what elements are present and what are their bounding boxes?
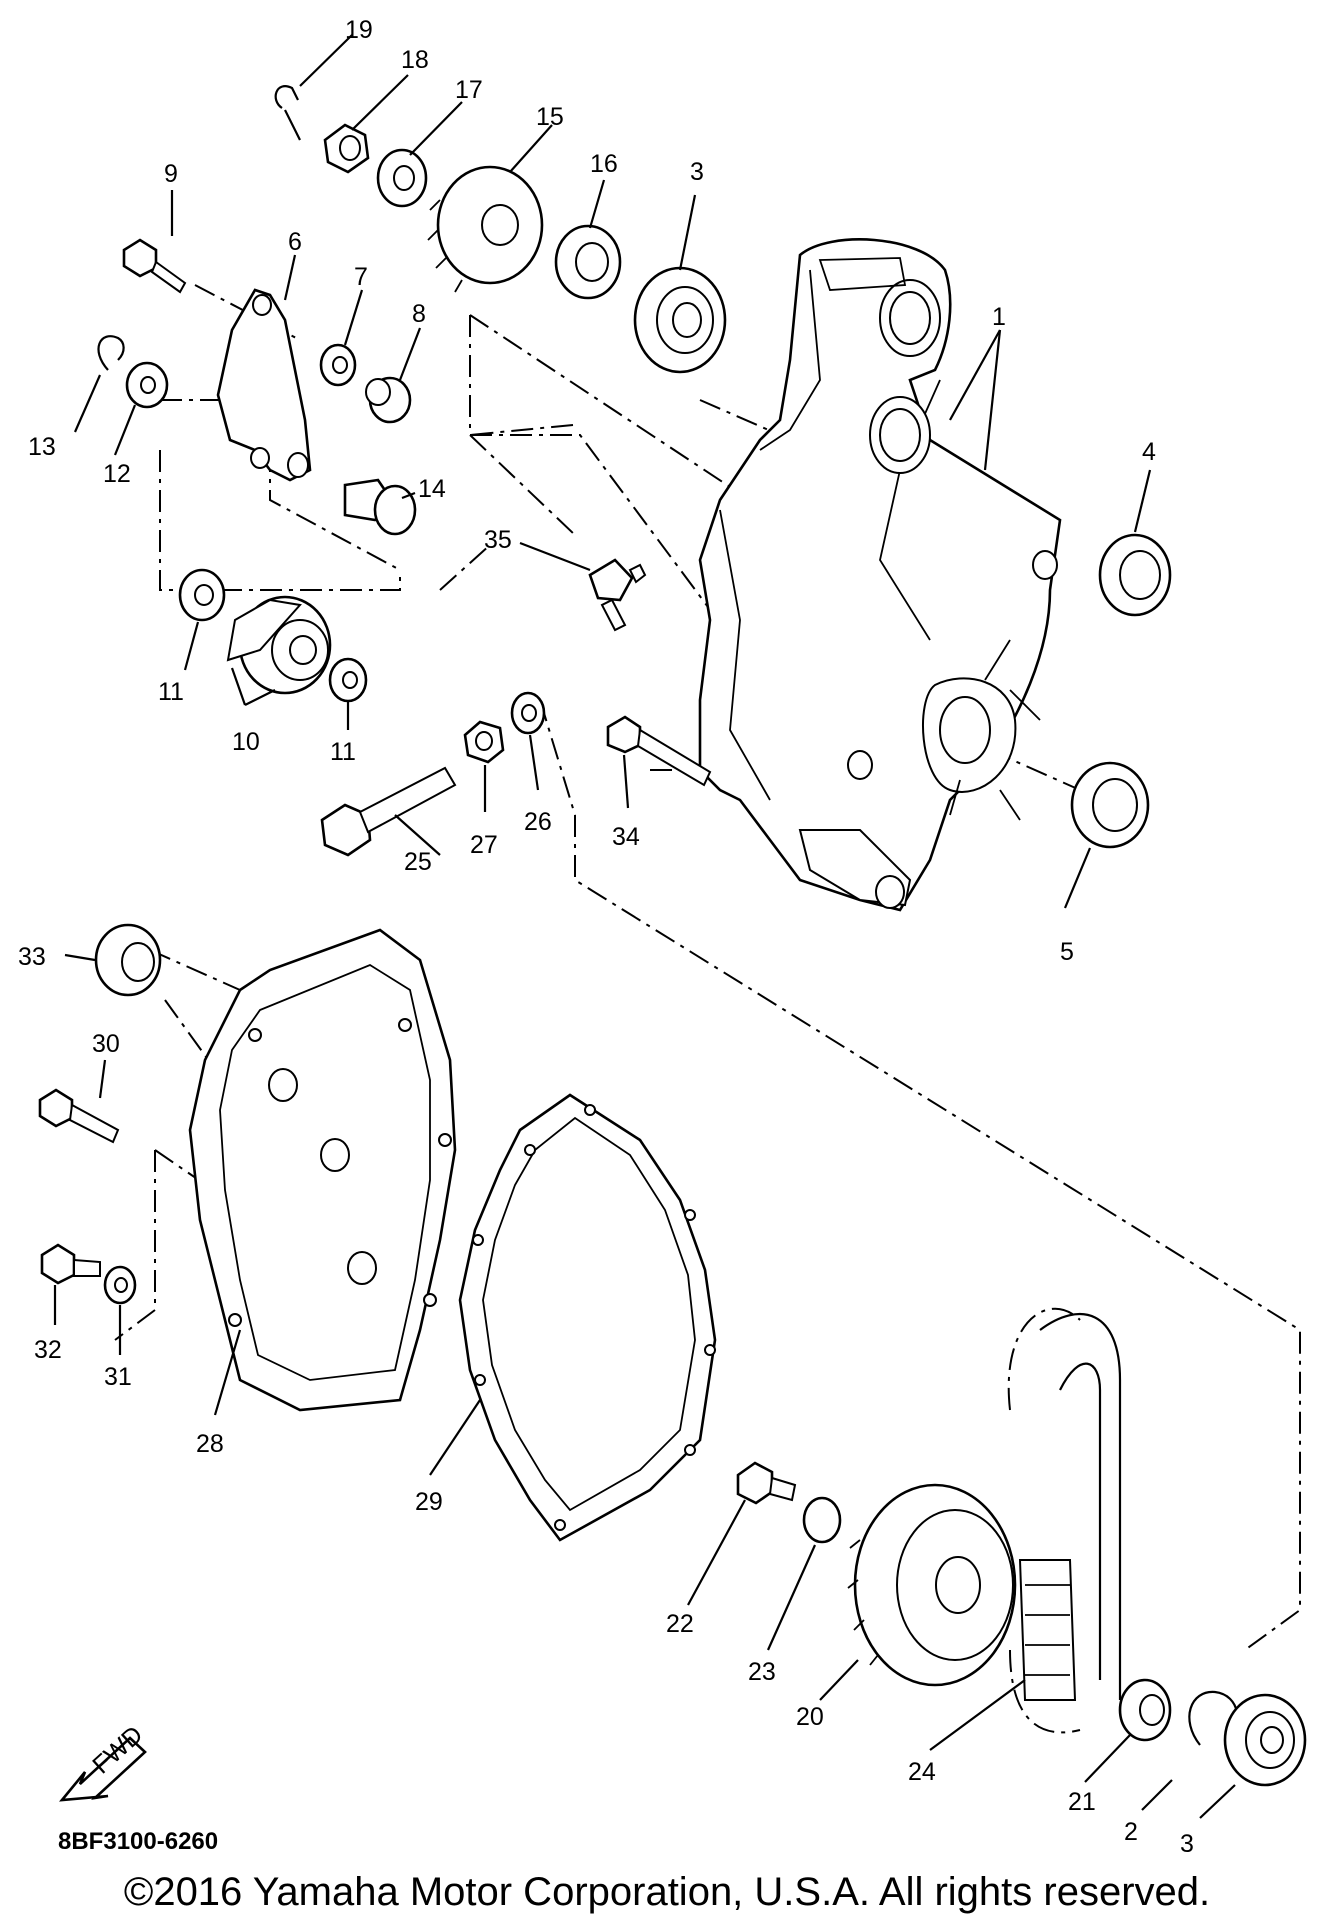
bearing-3-top xyxy=(633,266,727,374)
callout-2: 2 xyxy=(1124,1818,1138,1846)
callout-4: 4 xyxy=(1142,438,1156,466)
sprocket-15 xyxy=(427,165,544,293)
nut-27 xyxy=(463,720,505,764)
callout-16: 16 xyxy=(590,150,618,178)
tensioner-roller-10 xyxy=(226,595,332,695)
collar-21 xyxy=(1118,1678,1172,1742)
callout-33: 33 xyxy=(18,943,46,971)
callout-10: 10 xyxy=(232,728,260,756)
callout-12: 12 xyxy=(103,460,131,488)
callout-20: 20 xyxy=(796,1703,824,1731)
gasket-29 xyxy=(458,1093,717,1542)
bolt-32 xyxy=(40,1243,101,1285)
callout-5: 5 xyxy=(1060,938,1074,966)
callout-23: 23 xyxy=(748,1658,776,1686)
case-part-1 xyxy=(698,238,1062,912)
nut-18 xyxy=(323,123,370,174)
callout-34: 34 xyxy=(612,823,640,851)
callout-29: 29 xyxy=(415,1488,443,1516)
callout-9: 9 xyxy=(164,160,178,188)
nipple-35 xyxy=(588,558,647,632)
copyright-notice: ©2016 Yamaha Motor Corporation, U.S.A. A… xyxy=(123,1870,1211,1914)
callout-3-top: 3 xyxy=(690,158,704,186)
bolt-22 xyxy=(736,1461,797,1505)
pin-14 xyxy=(343,478,417,536)
callout-1: 1 xyxy=(992,303,1006,331)
washer-31 xyxy=(103,1265,137,1305)
collar-16 xyxy=(554,224,622,300)
callout-15: 15 xyxy=(536,103,564,131)
callout-13: 13 xyxy=(28,433,56,461)
callout-27: 27 xyxy=(470,831,498,859)
washer-7 xyxy=(319,343,357,387)
leader-lines xyxy=(53,34,1236,1819)
callout-6: 6 xyxy=(288,228,302,256)
callout-17: 17 xyxy=(455,76,483,104)
callout-3-bottom: 3 xyxy=(1180,1830,1194,1858)
washer-17 xyxy=(376,148,428,208)
callout-21: 21 xyxy=(1068,1788,1096,1816)
bolt-30 xyxy=(38,1088,120,1144)
callout-31: 31 xyxy=(104,1363,132,1391)
sprocket-20 xyxy=(847,1483,1017,1687)
tensioner-arm-6 xyxy=(216,288,312,482)
diagram-code: 8BF3100-6260 xyxy=(58,1828,219,1855)
callout-7: 7 xyxy=(354,263,368,291)
bearing-3-bottom xyxy=(1223,1693,1307,1787)
callout-28: 28 xyxy=(196,1430,224,1458)
callout-22: 22 xyxy=(666,1610,694,1638)
callout-32: 32 xyxy=(34,1336,62,1364)
callout-26: 26 xyxy=(524,808,552,836)
callout-11-left: 11 xyxy=(158,678,184,706)
washer-12 xyxy=(125,361,169,409)
callout-14: 14 xyxy=(418,475,446,503)
callout-24: 24 xyxy=(908,1758,936,1786)
oil-seal-4 xyxy=(1098,533,1172,617)
washer-26 xyxy=(510,691,546,735)
callout-8: 8 xyxy=(412,300,426,328)
cover-28 xyxy=(188,928,457,1412)
washer-11-left xyxy=(178,568,226,622)
washer-23 xyxy=(802,1496,842,1544)
callout-35: 35 xyxy=(484,526,512,554)
washer-11-right xyxy=(328,657,368,703)
circlip-13 xyxy=(97,335,125,371)
callout-11-right: 11 xyxy=(330,738,356,766)
oil-seal-33 xyxy=(94,923,162,997)
callout-25: 25 xyxy=(404,848,432,876)
oil-seal-5 xyxy=(1070,761,1150,849)
fwd-arrow-icon: FWD xyxy=(59,1721,148,1802)
callout-30: 30 xyxy=(92,1030,120,1058)
callout-labels: 1 2 3 3 4 5 6 7 8 9 10 11 11 12 13 14 15… xyxy=(18,16,1194,1858)
callout-19: 19 xyxy=(345,16,373,44)
bolt-34 xyxy=(606,715,712,787)
callout-18: 18 xyxy=(401,46,429,74)
bolt-9 xyxy=(122,238,187,294)
cotter-pin-19 xyxy=(274,85,301,141)
collar-8 xyxy=(365,376,412,424)
chain-24 xyxy=(1007,1307,1122,1734)
bolt-25 xyxy=(320,766,457,857)
